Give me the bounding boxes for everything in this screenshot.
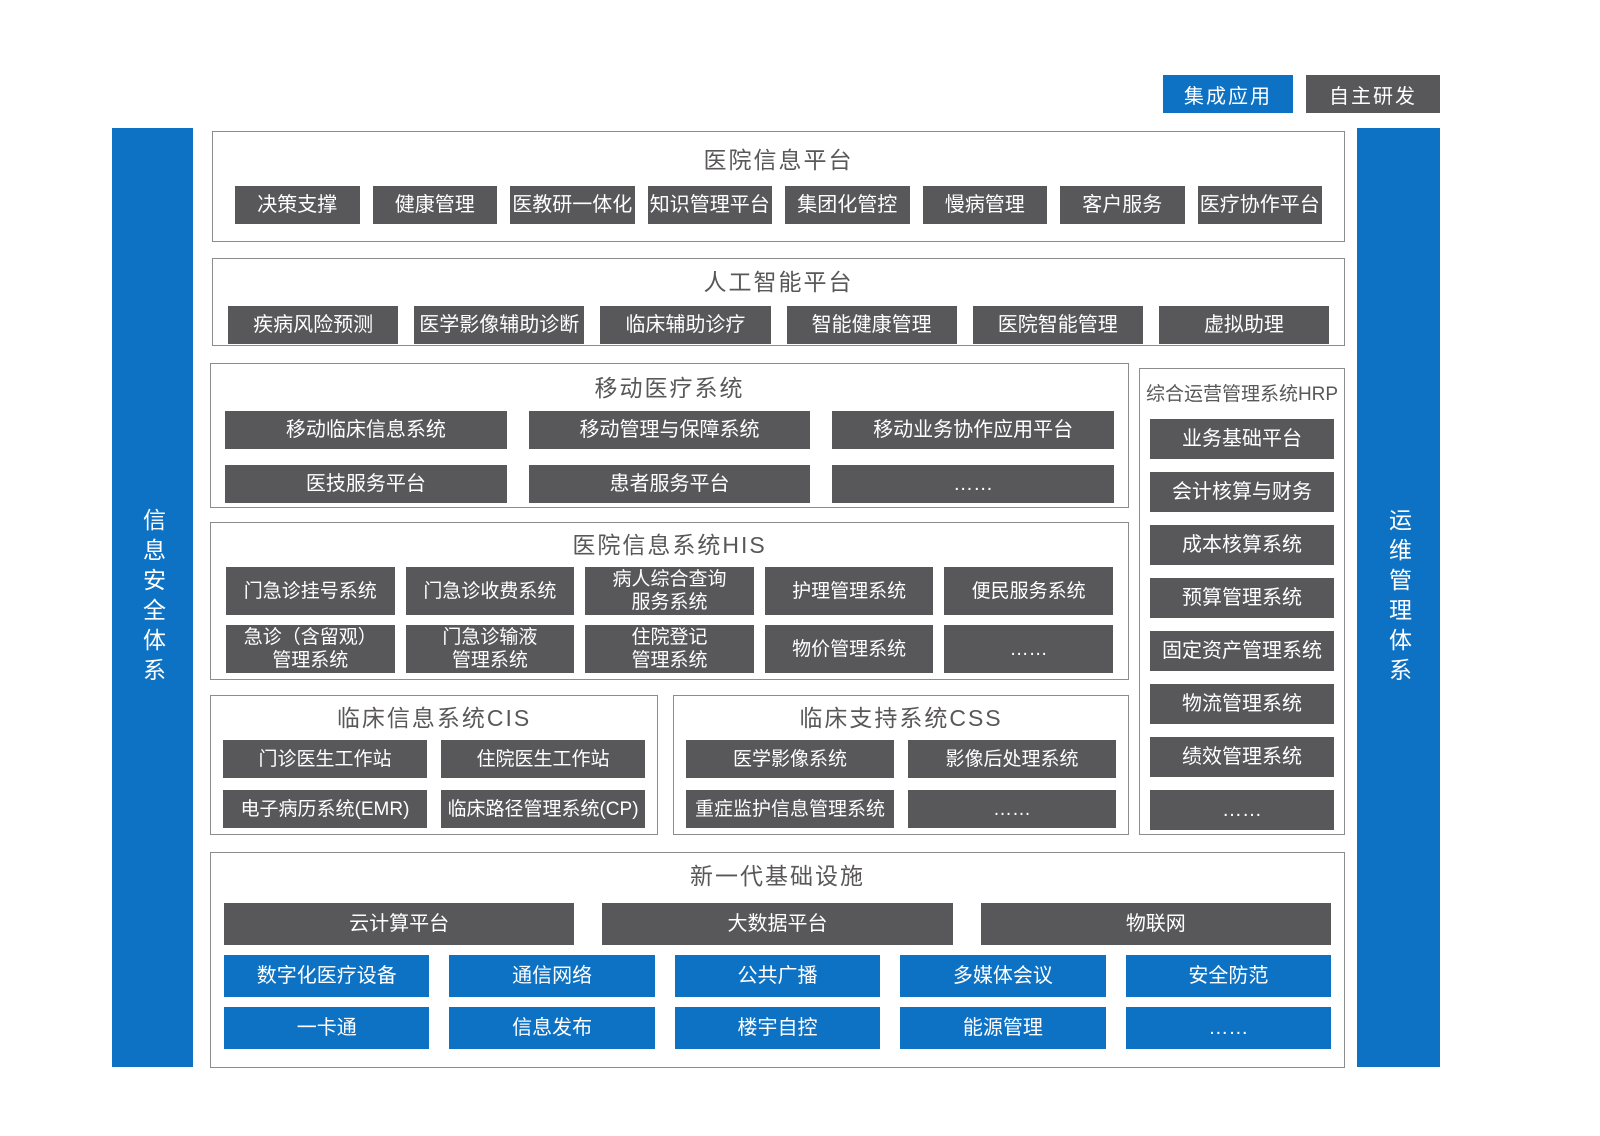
his-item: 急诊（含留观） 管理系统: [226, 625, 395, 673]
infra-platform-item: 云计算平台: [224, 903, 575, 945]
infra-item: 能源管理: [900, 1007, 1106, 1049]
right-bar-label: 运维管理体系: [1385, 507, 1412, 688]
section-title: 移动医疗系统: [594, 375, 745, 401]
section-title: 人工智能平台: [703, 269, 854, 295]
section-infrastructure: 新一代基础设施 云计算平台 大数据平台 物联网 数字化医疗设备 通信网络 公共广…: [210, 852, 1345, 1068]
his-item: 门急诊收费系统: [405, 567, 575, 615]
legend-self-developed: 自主研发: [1306, 75, 1440, 113]
his-item: 病人综合查询 服务系统: [585, 567, 754, 615]
mobile-item: 移动管理与保障系统: [528, 411, 811, 449]
infra-item: 多媒体会议: [900, 955, 1106, 997]
block-row: 数字化医疗设备 通信网络 公共广播 多媒体会议 安全防范: [211, 955, 1344, 997]
ai-item: 疾病风险预测: [228, 306, 399, 344]
section-ai-platform: 人工智能平台 疾病风险预测 医学影像辅助诊断 临床辅助诊疗 智能健康管理 医院智…: [212, 258, 1345, 346]
ai-item: 虚拟助理: [1158, 306, 1330, 344]
section-title: 临床支持系统CSS: [799, 705, 1003, 731]
section-hrp: 综合运营管理系统HRP 业务基础平台 会计核算与财务 成本核算系统 预算管理系统…: [1139, 368, 1345, 835]
section-title: 临床信息系统CIS: [336, 705, 532, 731]
infra-item: 数字化医疗设备: [224, 955, 430, 997]
section-title: 新一代基础设施: [690, 863, 865, 889]
mobile-item: 移动临床信息系统: [225, 411, 507, 449]
block-row: 决策支撑 健康管理 医教研一体化 知识管理平台 集团化管控 慢病管理 客户服务 …: [213, 186, 1344, 224]
ai-item: 智能健康管理: [786, 306, 957, 344]
right-bar-operations-management: 运维管理体系: [1357, 128, 1440, 1067]
section-title: 医院信息系统HIS: [572, 532, 767, 558]
block-row: 急诊（含留观） 管理系统 门急诊输液 管理系统 住院登记 管理系统 物价管理系统…: [211, 625, 1128, 673]
his-item-ellipsis: ……: [944, 625, 1113, 673]
section-his: 医院信息系统HIS 门急诊挂号系统 门急诊收费系统 病人综合查询 服务系统 护理…: [210, 522, 1129, 680]
infra-item-ellipsis: ……: [1125, 1007, 1332, 1049]
block-row: 重症监护信息管理系统 ……: [674, 790, 1128, 828]
block-row: 门急诊挂号系统 门急诊收费系统 病人综合查询 服务系统 护理管理系统 便民服务系…: [211, 567, 1128, 615]
ai-item: 医院智能管理: [972, 306, 1143, 344]
left-bar-label: 信息安全体系: [139, 507, 166, 688]
cis-item: 门诊医生工作站: [223, 740, 427, 778]
infra-item: 通信网络: [449, 955, 655, 997]
infra-platform-item: 物联网: [980, 903, 1331, 945]
ai-item: 医学影像辅助诊断: [414, 306, 585, 344]
hrp-item: 业务基础平台: [1150, 419, 1334, 459]
hrp-item-ellipsis: ……: [1150, 790, 1334, 830]
his-item: 门急诊挂号系统: [226, 567, 395, 615]
css-item: 影像后处理系统: [908, 740, 1116, 778]
mobile-item-ellipsis: ……: [832, 465, 1115, 503]
mobile-item: 移动业务协作应用平台: [832, 411, 1115, 449]
cis-item: 电子病历系统(EMR): [223, 790, 427, 828]
infra-item: 信息发布: [449, 1007, 655, 1049]
hrp-item: 物流管理系统: [1150, 684, 1334, 724]
hrp-item: 绩效管理系统: [1150, 737, 1334, 777]
css-item: 重症监护信息管理系统: [686, 790, 894, 828]
legend-integrated-app: 集成应用: [1163, 75, 1293, 113]
block-row: 云计算平台 大数据平台 物联网: [211, 903, 1344, 945]
his-item: 门急诊输液 管理系统: [405, 625, 575, 673]
hrp-item: 成本核算系统: [1150, 525, 1334, 565]
block-row: 一卡通 信息发布 楼宇自控 能源管理 ……: [211, 1007, 1344, 1049]
block-row: 医学影像系统 影像后处理系统: [674, 740, 1128, 778]
section-mobile-medical: 移动医疗系统 移动临床信息系统 移动管理与保障系统 移动业务协作应用平台 医技服…: [210, 363, 1129, 508]
ai-item: 临床辅助诊疗: [600, 306, 771, 344]
left-bar-information-security: 信息安全体系: [112, 128, 193, 1067]
block-row: 疾病风险预测 医学影像辅助诊断 临床辅助诊疗 智能健康管理 医院智能管理 虚拟助…: [213, 306, 1344, 344]
hip-item: 医疗协作平台: [1197, 186, 1322, 224]
his-item: 护理管理系统: [764, 567, 934, 615]
block-column: 业务基础平台 会计核算与财务 成本核算系统 预算管理系统 固定资产管理系统 物流…: [1140, 419, 1344, 830]
his-item: 便民服务系统: [944, 567, 1113, 615]
section-css: 临床支持系统CSS 医学影像系统 影像后处理系统 重症监护信息管理系统 ……: [673, 695, 1129, 835]
css-item: 医学影像系统: [686, 740, 894, 778]
cis-item: 临床路径管理系统(CP): [441, 790, 645, 828]
infra-item: 安全防范: [1125, 955, 1332, 997]
infra-platform-item: 大数据平台: [602, 903, 953, 945]
hip-item: 客户服务: [1060, 186, 1185, 224]
hrp-item: 会计核算与财务: [1150, 472, 1334, 512]
block-row: 门诊医生工作站 住院医生工作站: [211, 740, 657, 778]
hip-item: 慢病管理: [922, 186, 1047, 224]
hip-item: 决策支撑: [235, 186, 360, 224]
infra-item: 楼宇自控: [674, 1007, 881, 1049]
infra-item: 公共广播: [674, 955, 881, 997]
block-row: 移动临床信息系统 移动管理与保障系统 移动业务协作应用平台: [211, 411, 1128, 449]
section-title: 综合运营管理系统HRP: [1145, 384, 1339, 405]
hip-item: 健康管理: [372, 186, 497, 224]
section-hospital-info-platform: 医院信息平台 决策支撑 健康管理 医教研一体化 知识管理平台 集团化管控 慢病管…: [212, 131, 1345, 242]
section-cis: 临床信息系统CIS 门诊医生工作站 住院医生工作站 电子病历系统(EMR) 临床…: [210, 695, 658, 835]
infra-item: 一卡通: [224, 1007, 430, 1049]
hip-item: 知识管理平台: [647, 186, 772, 224]
hrp-item: 固定资产管理系统: [1150, 631, 1334, 671]
hip-item: 医教研一体化: [510, 186, 635, 224]
hrp-item: 预算管理系统: [1150, 578, 1334, 618]
mobile-item: 医技服务平台: [225, 465, 507, 503]
cis-item: 住院医生工作站: [441, 740, 645, 778]
his-item: 物价管理系统: [764, 625, 934, 673]
hip-item: 集团化管控: [785, 186, 910, 224]
mobile-item: 患者服务平台: [528, 465, 811, 503]
block-row: 医技服务平台 患者服务平台 ……: [211, 465, 1128, 503]
css-item-ellipsis: ……: [908, 790, 1116, 828]
section-title: 医院信息平台: [703, 147, 854, 173]
block-row: 电子病历系统(EMR) 临床路径管理系统(CP): [211, 790, 657, 828]
his-item: 住院登记 管理系统: [585, 625, 754, 673]
